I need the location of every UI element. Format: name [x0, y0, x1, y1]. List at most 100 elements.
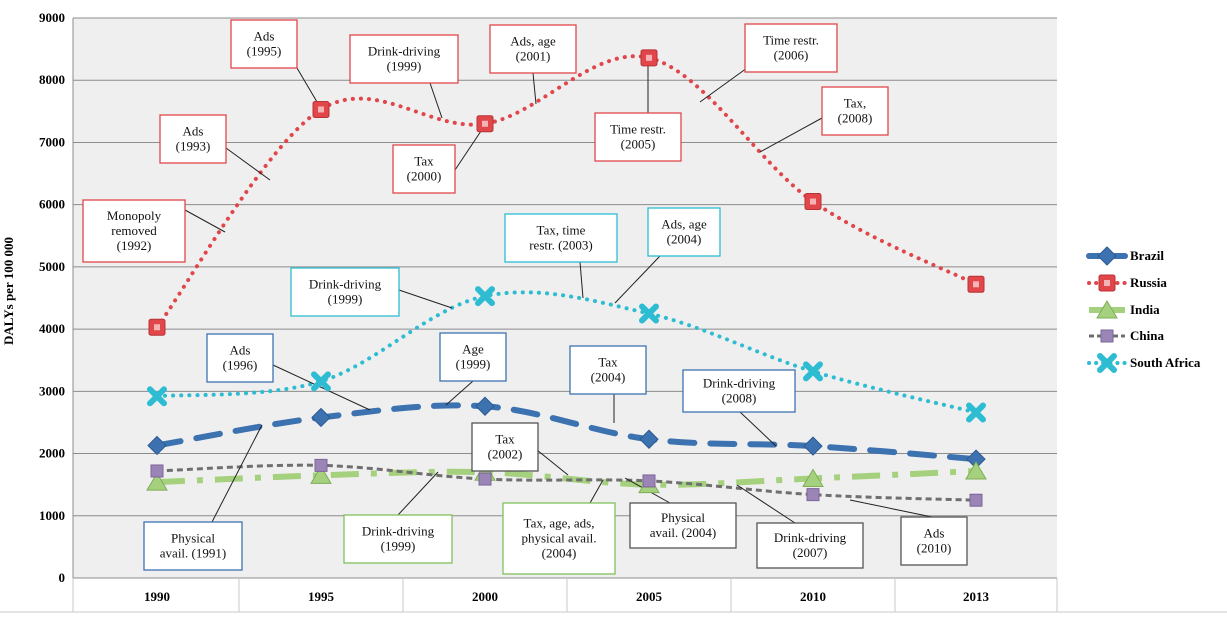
annotation-text: Time restr.(2005)	[610, 122, 666, 152]
annotation-leader-line	[397, 471, 439, 516]
y-tick-label: 6000	[39, 197, 65, 212]
x-tick-label: 1990	[144, 589, 170, 604]
data-point-brazil	[639, 429, 659, 449]
legend-item-russia: Russia	[1087, 274, 1167, 292]
legend-item-india: India	[1089, 300, 1160, 319]
annotation-text: Drink-driving(1999)	[362, 524, 435, 554]
annotation-leader-line	[589, 479, 604, 504]
data-point-india	[802, 468, 824, 487]
annotation-box: Drink-driving(2008)	[682, 369, 796, 413]
series-line-china	[156, 463, 977, 502]
data-point-russia	[640, 49, 658, 67]
data-point-south-africa	[475, 286, 495, 307]
annotation-leader-line	[429, 82, 443, 119]
data-point-russia	[148, 318, 166, 336]
annotation-box: Ads(2010)	[900, 516, 968, 566]
data-point-south-africa	[639, 303, 659, 324]
y-tick-label: 3000	[39, 383, 65, 398]
annotation-box: Time restr.(2005)	[594, 112, 682, 162]
series-markers	[146, 49, 987, 507]
annotation-text: Ads(1996)	[223, 343, 258, 373]
annotation-text: Ads(1995)	[247, 29, 282, 59]
data-point-south-africa	[966, 402, 986, 423]
annotation-leader-line	[536, 449, 569, 476]
annotation-box: Ads(1995)	[230, 19, 298, 69]
data-point-south-africa	[311, 371, 331, 392]
annotation-text: Tax, age, ads,physical avail.(2004)	[521, 516, 596, 561]
annotation-box: Ads, age(2001)	[489, 24, 577, 74]
annotation-leader-line	[736, 484, 796, 524]
y-axis-label: DALYs per 100 000	[1, 237, 16, 345]
axes: 0100020003000400050006000700080009000199…	[0, 10, 1227, 613]
annotation-box: Tax(2004)	[569, 345, 647, 395]
annotation-box: Ads(1993)	[159, 114, 227, 164]
data-point-china	[150, 464, 164, 478]
data-point-china	[314, 458, 328, 472]
annotation-box: Age(1999)	[439, 332, 507, 382]
annotation-leader-line	[272, 364, 371, 411]
data-point-brazil	[475, 396, 495, 416]
annotation-leader-line	[296, 67, 321, 108]
annotation-text: Age(1999)	[456, 342, 491, 372]
annotation-box: Tax(2000)	[392, 144, 456, 194]
y-tick-label: 1000	[39, 508, 65, 523]
x-tick-label: 2000	[472, 589, 498, 604]
annotation-leader-line	[532, 72, 537, 105]
data-point-brazil	[311, 407, 331, 428]
legend-marker	[1096, 300, 1118, 319]
annotation-text: Ads(2010)	[917, 526, 952, 556]
annotation-leader-line	[225, 147, 271, 181]
legend-label: Brazil	[1130, 248, 1164, 263]
annotation-box: Tax,(2008)	[821, 86, 889, 136]
legend-marker	[1100, 329, 1114, 343]
annotation-leader-line	[211, 424, 263, 523]
legend-marker	[1097, 246, 1117, 266]
legend-item-china: China	[1089, 328, 1164, 343]
legend-marker	[1097, 353, 1117, 373]
annotations: Ads(1995) Drink-driving(1999) Ads, age(200…	[82, 19, 968, 575]
data-point-india	[310, 465, 332, 484]
legend-label: South Africa	[1130, 355, 1201, 370]
annotation-leaders	[184, 63, 933, 524]
annotation-box: Drink-driving(1999)	[349, 34, 459, 84]
x-tick-label: 2005	[636, 589, 663, 604]
y-tick-label: 5000	[39, 259, 65, 274]
legend-label: China	[1130, 328, 1164, 343]
annotation-text: Drink-driving(1999)	[309, 277, 382, 307]
y-tick-label: 4000	[39, 321, 65, 336]
x-tick-label: 1995	[308, 589, 335, 604]
data-point-china	[806, 488, 820, 502]
annotation-text: Ads, age(2001)	[510, 34, 556, 64]
data-point-china	[642, 474, 656, 488]
y-tick-label: 0	[59, 570, 66, 585]
y-tick-label: 8000	[39, 72, 65, 87]
data-point-india	[965, 460, 987, 480]
annotation-box: Ads(1996)	[206, 333, 274, 383]
annotation-text: Ads, age(2004)	[661, 217, 707, 247]
annotation-box: Drink-driving(2007)	[756, 522, 864, 569]
annotation-text: Drink-driving(2007)	[774, 530, 847, 560]
annotation-text: Drink-driving(1999)	[368, 44, 441, 74]
x-tick-label: 2013	[963, 589, 990, 604]
data-point-china	[969, 493, 983, 507]
legend-marker	[1098, 274, 1116, 292]
annotation-box: Tax(2002)	[471, 422, 539, 472]
plot-area	[73, 18, 1057, 578]
annotation-leader-line	[398, 289, 453, 309]
annotation-text: Tax(2004)	[591, 355, 626, 385]
data-point-russia	[476, 115, 494, 133]
data-point-south-africa	[803, 361, 823, 382]
data-point-brazil	[147, 435, 167, 456]
annotation-box: Drink-driving(1999)	[290, 267, 400, 317]
annotation-leader-line	[849, 499, 933, 518]
series-line-brazil	[154, 402, 979, 463]
annotation-text: Tax,(2008)	[838, 96, 873, 126]
